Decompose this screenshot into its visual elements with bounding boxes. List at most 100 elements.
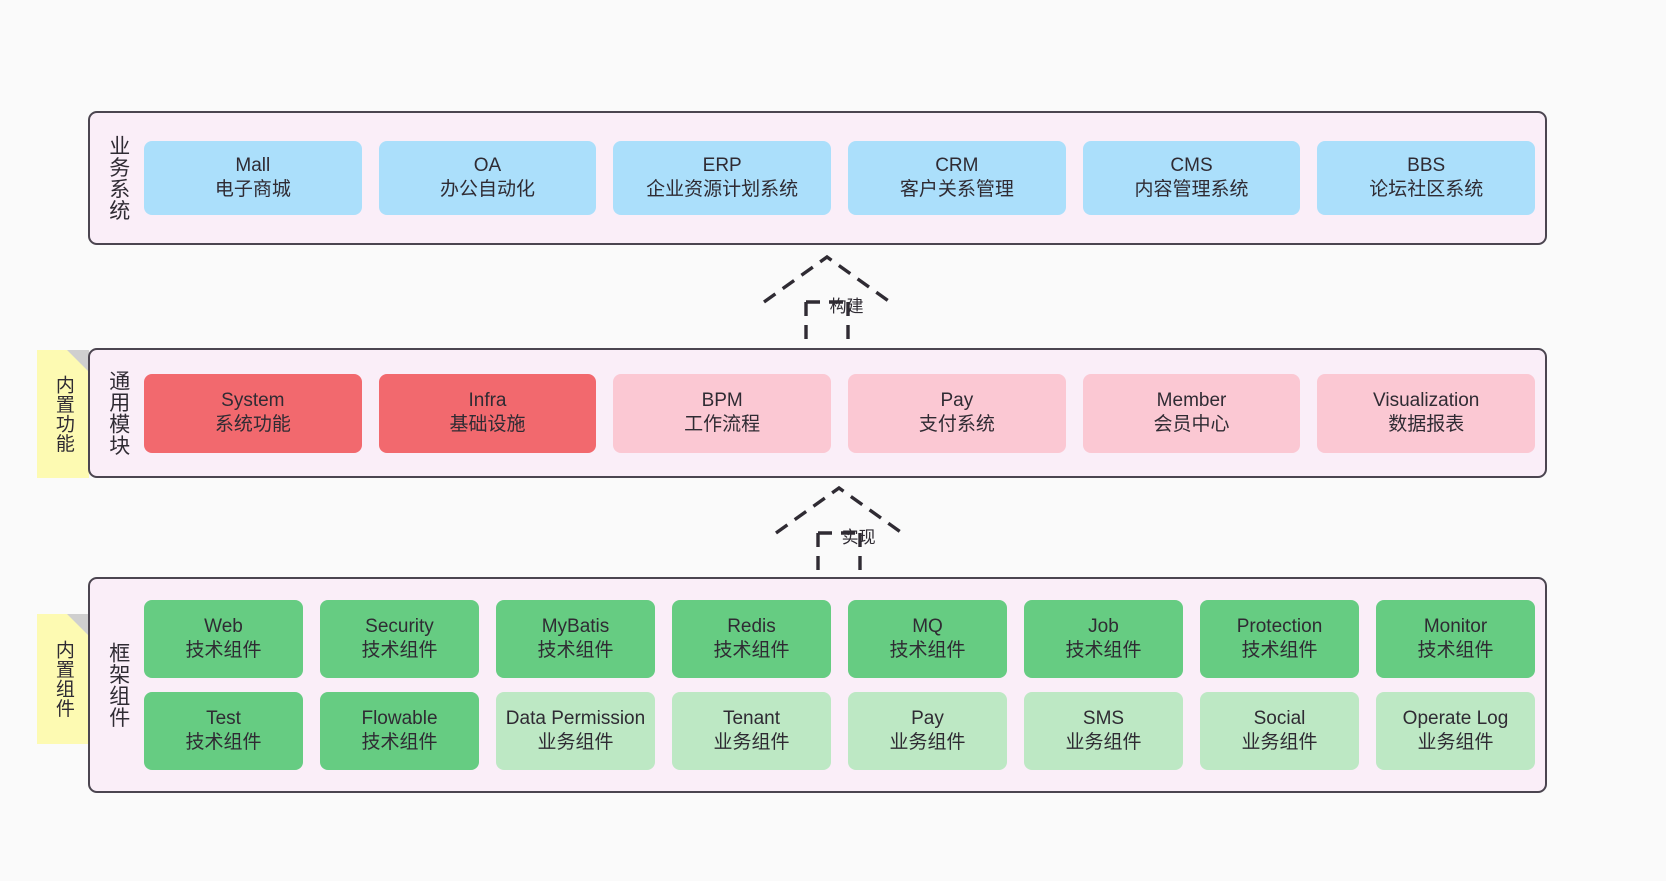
box-pay-module-en: Pay bbox=[940, 390, 974, 412]
box-social-cn: 业务组件 bbox=[1241, 732, 1318, 753]
box-test-en: Test bbox=[206, 708, 241, 730]
box-job-en: Job bbox=[1088, 616, 1119, 638]
layer-business-systems: 业务系统 Mall 电子商城 OA 办公自动化 ERP 企业资源计划系统 CRM… bbox=[88, 111, 1547, 245]
box-cms-cn: 内容管理系统 bbox=[1134, 179, 1249, 200]
box-redis[interactable]: Redis 技术组件 bbox=[672, 600, 831, 678]
connector-implement: 实现 bbox=[756, 483, 946, 583]
box-cms[interactable]: CMS 内容管理系统 bbox=[1082, 141, 1301, 215]
box-bbs-en: BBS bbox=[1407, 155, 1446, 177]
box-erp-en: ERP bbox=[702, 155, 742, 177]
layer-title-common: 通用模块 bbox=[106, 370, 130, 456]
framework-row-mixed: Test 技术组件 Flowable 技术组件 Data Permission … bbox=[144, 692, 1535, 770]
box-erp-cn: 企业资源计划系统 bbox=[646, 179, 799, 200]
box-oa-cn: 办公自动化 bbox=[440, 179, 536, 200]
box-tenant-en: Tenant bbox=[722, 708, 781, 730]
box-system[interactable]: System 系统功能 bbox=[144, 373, 362, 453]
box-mybatis-cn: 技术组件 bbox=[537, 640, 614, 661]
box-bpm-en: BPM bbox=[701, 390, 743, 412]
box-web-en: Web bbox=[204, 616, 243, 638]
box-operate-log-en: Operate Log bbox=[1402, 708, 1509, 730]
box-pay-component-en: Pay bbox=[911, 708, 944, 730]
box-monitor[interactable]: Monitor 技术组件 bbox=[1376, 600, 1535, 678]
box-security[interactable]: Security 技术组件 bbox=[320, 600, 479, 678]
box-pay-module-cn: 支付系统 bbox=[918, 414, 995, 435]
box-member-cn: 会员中心 bbox=[1153, 414, 1230, 435]
box-infra[interactable]: Infra 基础设施 bbox=[378, 373, 597, 453]
box-flowable-en: Flowable bbox=[361, 708, 438, 730]
box-monitor-en: Monitor bbox=[1423, 616, 1488, 638]
box-mall-cn: 电子商城 bbox=[214, 179, 291, 200]
box-redis-en: Redis bbox=[727, 616, 776, 638]
box-social-en: Social bbox=[1253, 708, 1306, 730]
box-mybatis-en: MyBatis bbox=[541, 616, 610, 638]
connector-build-label: 构建 bbox=[829, 297, 864, 316]
box-erp[interactable]: ERP 企业资源计划系统 bbox=[613, 141, 832, 215]
layer-body-business: Mall 电子商城 OA 办公自动化 ERP 企业资源计划系统 CRM 客户关系… bbox=[140, 121, 1536, 235]
box-mq-en: MQ bbox=[912, 616, 943, 638]
box-web-cn: 技术组件 bbox=[185, 640, 262, 661]
box-operate-log[interactable]: Operate Log 业务组件 bbox=[1376, 692, 1535, 770]
box-tenant[interactable]: Tenant 业务组件 bbox=[672, 692, 831, 770]
box-cms-en: CMS bbox=[1170, 155, 1213, 177]
box-pay-component-cn: 业务组件 bbox=[889, 732, 966, 753]
box-sms-cn: 业务组件 bbox=[1065, 732, 1142, 753]
box-test[interactable]: Test 技术组件 bbox=[144, 692, 303, 770]
note-builtin-features: 内置功能 bbox=[37, 350, 89, 478]
box-monitor-cn: 技术组件 bbox=[1417, 640, 1494, 661]
box-pay-component[interactable]: Pay 业务组件 bbox=[848, 692, 1007, 770]
box-redis-cn: 技术组件 bbox=[713, 640, 790, 661]
box-mall-en: Mall bbox=[235, 155, 271, 177]
box-operate-log-cn: 业务组件 bbox=[1417, 732, 1494, 753]
box-job[interactable]: Job 技术组件 bbox=[1024, 600, 1183, 678]
box-visualization-cn: 数据报表 bbox=[1388, 414, 1465, 435]
layer-title-business: 业务系统 bbox=[106, 135, 130, 221]
generalization-arrow-build-icon bbox=[763, 254, 891, 352]
box-sms[interactable]: SMS 业务组件 bbox=[1024, 692, 1183, 770]
box-protection[interactable]: Protection 技术组件 bbox=[1200, 600, 1359, 678]
box-visualization[interactable]: Visualization 数据报表 bbox=[1317, 373, 1536, 453]
box-oa-en: OA bbox=[473, 155, 502, 177]
box-crm[interactable]: CRM 客户关系管理 bbox=[848, 141, 1066, 215]
box-oa[interactable]: OA 办公自动化 bbox=[378, 141, 597, 215]
box-mall[interactable]: Mall 电子商城 bbox=[144, 141, 362, 215]
box-mq[interactable]: MQ 技术组件 bbox=[848, 600, 1007, 678]
generalization-arrow-implement-icon bbox=[775, 485, 903, 583]
box-bpm-cn: 工作流程 bbox=[684, 414, 761, 435]
box-bpm[interactable]: BPM 工作流程 bbox=[613, 373, 832, 453]
layer-body-framework: Web 技术组件 Security 技术组件 MyBatis 技术组件 Redi… bbox=[140, 587, 1535, 783]
box-member[interactable]: Member 会员中心 bbox=[1082, 373, 1301, 453]
box-protection-en: Protection bbox=[1236, 616, 1323, 638]
box-security-cn: 技术组件 bbox=[361, 640, 438, 661]
box-security-en: Security bbox=[365, 616, 434, 638]
box-infra-en: Infra bbox=[468, 390, 507, 412]
note-builtin-features-label: 内置功能 bbox=[52, 375, 74, 453]
box-test-cn: 技术组件 bbox=[185, 732, 262, 753]
box-flowable[interactable]: Flowable 技术组件 bbox=[320, 692, 479, 770]
layer-framework-components: 框架组件 Web 技术组件 Security 技术组件 MyBatis 技术组件… bbox=[88, 577, 1547, 793]
box-infra-cn: 基础设施 bbox=[449, 414, 526, 435]
box-system-en: System bbox=[221, 390, 285, 412]
box-visualization-en: Visualization bbox=[1373, 390, 1480, 412]
box-tenant-cn: 业务组件 bbox=[713, 732, 790, 753]
box-data-permission[interactable]: Data Permission 业务组件 bbox=[496, 692, 655, 770]
box-member-en: Member bbox=[1156, 390, 1227, 412]
box-web[interactable]: Web 技术组件 bbox=[144, 600, 303, 678]
layer-common-modules: 通用模块 System 系统功能 Infra 基础设施 BPM 工作流程 Pay… bbox=[88, 348, 1547, 478]
layer-title-framework: 框架组件 bbox=[106, 642, 130, 728]
box-bbs-cn: 论坛社区系统 bbox=[1369, 179, 1484, 200]
business-row: Mall 电子商城 OA 办公自动化 ERP 企业资源计划系统 CRM 客户关系… bbox=[144, 141, 1536, 215]
box-flowable-cn: 技术组件 bbox=[361, 732, 438, 753]
box-mybatis[interactable]: MyBatis 技术组件 bbox=[496, 600, 655, 678]
box-pay-module[interactable]: Pay 支付系统 bbox=[848, 373, 1066, 453]
layer-body-common: System 系统功能 Infra 基础设施 BPM 工作流程 Pay 支付系统… bbox=[140, 358, 1536, 468]
box-mq-cn: 技术组件 bbox=[889, 640, 966, 661]
framework-row-tech: Web 技术组件 Security 技术组件 MyBatis 技术组件 Redi… bbox=[144, 600, 1535, 678]
connector-implement-label: 实现 bbox=[841, 528, 876, 547]
box-crm-cn: 客户关系管理 bbox=[899, 179, 1014, 200]
box-protection-cn: 技术组件 bbox=[1241, 640, 1318, 661]
box-bbs[interactable]: BBS 论坛社区系统 bbox=[1317, 141, 1536, 215]
box-social[interactable]: Social 业务组件 bbox=[1200, 692, 1359, 770]
common-row: System 系统功能 Infra 基础设施 BPM 工作流程 Pay 支付系统… bbox=[144, 373, 1536, 453]
box-system-cn: 系统功能 bbox=[214, 414, 291, 435]
